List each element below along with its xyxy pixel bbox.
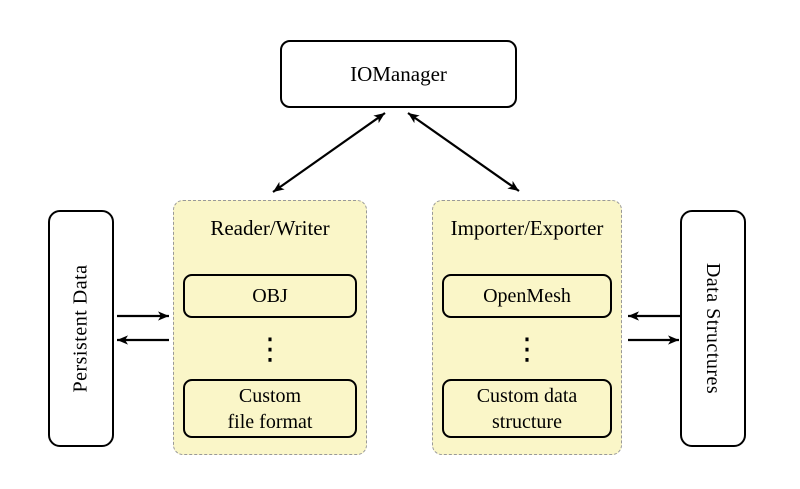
- persistent-data-node: Persistent Data: [48, 210, 114, 447]
- obj-node: OBJ: [183, 274, 357, 318]
- openmesh-label: OpenMesh: [483, 285, 571, 307]
- data-structures-node: Data Structures: [680, 210, 746, 447]
- persistent-data-label: Persistent Data: [69, 264, 92, 393]
- obj-label: OBJ: [252, 285, 288, 307]
- openmesh-node: OpenMesh: [442, 274, 612, 318]
- custom-file-format-node: Custom file format: [183, 379, 357, 438]
- iomanager-readerwriter-arrow: [272, 112, 386, 193]
- importer-exporter-title: Importer/Exporter: [450, 216, 604, 240]
- vertical-ellipsis-icon: ⋮: [512, 332, 542, 367]
- iomanager-importerexporter-arrow: [407, 112, 520, 192]
- custom-data-structure-node: Custom data structure: [442, 379, 612, 438]
- iomanager-node: IOManager: [280, 40, 517, 108]
- reader-writer-group: Reader/Writer OBJ ⋮ Custom file format: [173, 200, 367, 455]
- vertical-ellipsis-icon: ⋮: [255, 332, 285, 367]
- custom-file-format-label: Custom file format: [227, 384, 313, 433]
- reader-writer-title: Reader/Writer: [210, 216, 330, 240]
- importer-exporter-group: Importer/Exporter OpenMesh ⋮ Custom data…: [432, 200, 622, 455]
- data-structures-label: Data Structures: [702, 262, 725, 395]
- iomanager-label: IOManager: [350, 61, 447, 86]
- custom-data-structure-label: Custom data structure: [476, 384, 578, 433]
